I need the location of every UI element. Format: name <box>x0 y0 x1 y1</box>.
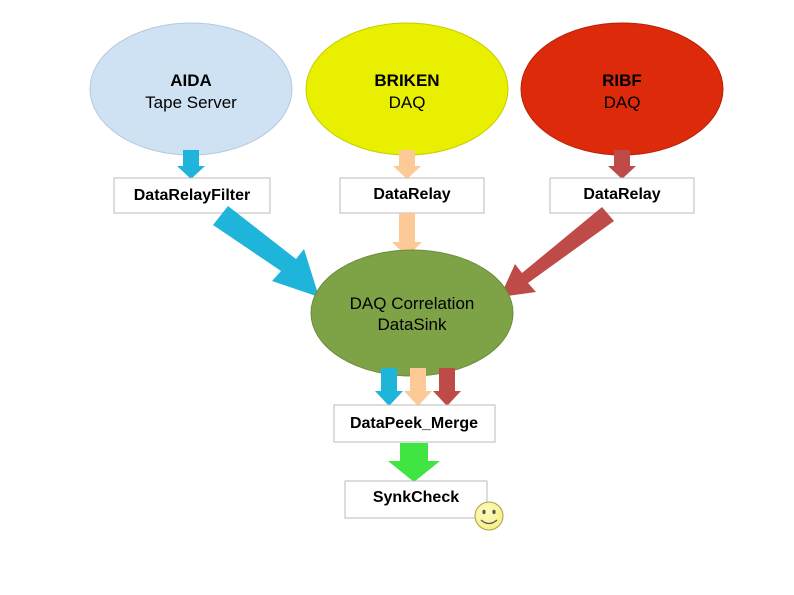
aida-to-correlation-arrow <box>213 206 319 297</box>
ribf-subtitle: DAQ <box>604 93 641 112</box>
ribf-down-arrow <box>608 150 636 179</box>
correlation-line2: DataSink <box>378 315 447 334</box>
briken-relay-label: DataRelay <box>373 186 450 203</box>
check-label: SynkCheck <box>373 489 459 506</box>
merge-blue-arrow <box>375 368 403 406</box>
ribf-title: RIBF <box>602 71 642 90</box>
ribf-to-correlation-arrow <box>500 207 614 297</box>
briken-title: BRIKEN <box>374 71 439 90</box>
briken-relay-box: DataRelay <box>339 177 485 214</box>
aida-relay-box: DataRelayFilter <box>113 177 271 214</box>
merge-peach-arrow <box>404 368 432 406</box>
ribf-node: RIBF DAQ <box>520 22 724 156</box>
aida-subtitle: Tape Server <box>145 93 237 112</box>
aida-relay-label: DataRelayFilter <box>134 187 251 204</box>
correlation-ellipse <box>310 249 514 377</box>
smiley-face-icon <box>474 501 504 531</box>
ribf-relay-box: DataRelay <box>549 177 695 214</box>
briken-node: BRIKEN DAQ <box>305 22 509 156</box>
aida-title: AIDA <box>170 71 212 90</box>
aida-down-arrow <box>177 150 205 179</box>
check-green-arrow <box>388 443 440 482</box>
merge-red-arrow <box>433 368 461 406</box>
ribf-relay-label: DataRelay <box>583 186 660 203</box>
correlation-line1: DAQ Correlation <box>350 294 475 313</box>
briken-subtitle: DAQ <box>389 93 426 112</box>
check-box: SynkCheck <box>344 480 488 519</box>
briken-to-correlation-arrow <box>392 213 422 257</box>
merge-box: DataPeek_Merge <box>333 404 496 443</box>
briken-down-arrow <box>393 150 421 179</box>
correlation-node: DAQ Correlation DataSink <box>310 249 514 377</box>
aida-node: AIDA Tape Server <box>89 22 293 156</box>
merge-label: DataPeek_Merge <box>350 415 478 432</box>
